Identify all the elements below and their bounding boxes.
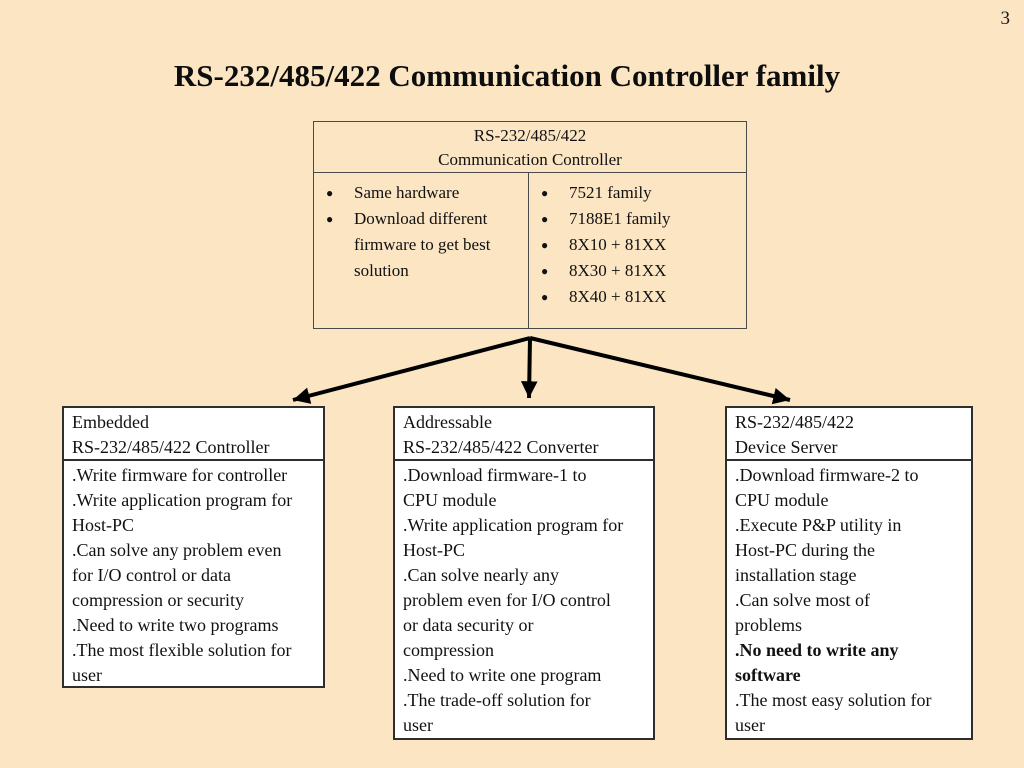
table-row: ● Same hardware <box>322 180 524 206</box>
bullet-icon: ● <box>326 212 334 226</box>
table-body: ● Same hardware ● Download different ● f… <box>314 173 746 329</box>
box-body-line: .The most flexible solution for <box>72 640 292 660</box>
table-header-line: Communication Controller <box>438 150 622 169</box>
box-addressable-converter: Addressable RS-232/485/422 Converter .Do… <box>393 406 655 740</box>
box-header: Embedded RS-232/485/422 Controller <box>64 408 323 461</box>
bullet-icon: ● <box>541 238 549 252</box>
table-header: RS-232/485/422 Communication Controller <box>314 122 746 173</box>
table-cell-text: 8X30 + 81XX <box>569 261 667 280</box>
box-header-line: Embedded <box>72 412 149 432</box>
table-cell-text: firmware to get best <box>354 235 491 254</box>
page-number: 3 <box>1000 8 1011 29</box>
box-header-line: Device Server <box>735 437 838 457</box>
box-body-line: user <box>403 715 433 735</box>
table-cell-text: 8X10 + 81XX <box>569 235 667 254</box>
box-body-line: .Can solve any problem even <box>72 540 282 560</box>
table-cell-text: Same hardware <box>354 183 460 202</box>
box-body-line: or data security or <box>403 615 534 635</box>
box-body: .Write firmware for controller .Write ap… <box>64 461 323 688</box>
box-body-line: .Write application program for <box>403 515 624 535</box>
table-row: ● 8X40 + 81XX <box>537 284 742 310</box>
table-row: ● 7188E1 family <box>537 206 742 232</box>
box-body-line: .Execute P&P utility in <box>735 515 902 535</box>
box-body-line: software <box>735 665 801 685</box>
box-body-line: for I/O control or data <box>72 565 231 585</box>
arrow-to-device-server <box>529 336 791 405</box>
box-header-line: RS-232/485/422 <box>735 412 855 432</box>
table-cell-text: 7521 family <box>569 183 652 202</box>
table-row: ● firmware to get best <box>322 232 524 258</box>
box-body-line: problem even for I/O control <box>403 590 611 610</box>
box-header-line: RS-232/485/422 Converter <box>403 437 599 457</box>
box-body-line: compression <box>403 640 494 660</box>
box-body-line: .Write application program for <box>72 490 293 510</box>
box-header: RS-232/485/422 Device Server <box>727 408 971 461</box>
box-header-line: Addressable <box>403 412 492 432</box>
page-title: RS-232/485/422 Communication Controller … <box>173 58 841 93</box>
box-body-line: .Can solve nearly any <box>403 565 559 585</box>
box-body-line: installation stage <box>735 565 857 585</box>
box-device-server: RS-232/485/422 Device Server .Download f… <box>725 406 973 740</box>
box-body-line: .Need to write two programs <box>72 615 279 635</box>
bullet-icon: ● <box>541 186 549 200</box>
box-body-line: .Download firmware-2 to <box>735 465 919 485</box>
box-embedded-controller: Embedded RS-232/485/422 Controller .Writ… <box>62 406 325 688</box>
table-cell-text: solution <box>354 261 409 280</box>
box-body-line: CPU module <box>403 490 497 510</box>
table-row: ● 8X10 + 81XX <box>537 232 742 258</box>
box-body-line: .Download firmware-1 to <box>403 465 587 485</box>
table-cell-hardware: ● Same hardware ● Download different ● f… <box>314 173 529 329</box>
arrow-to-embedded <box>292 336 531 404</box>
box-body-line: .Write firmware for controller <box>72 465 288 485</box>
table-cell-families: ● 7521 family ● 7188E1 family ● 8X10 + 8… <box>529 173 746 329</box>
box-body-line: Host-PC during the <box>735 540 876 560</box>
box-body-line: .Need to write one program <box>403 665 602 685</box>
box-body-line: .Can solve most of <box>735 590 870 610</box>
bullet-icon: ● <box>541 264 549 278</box>
box-header: Addressable RS-232/485/422 Converter <box>395 408 653 461</box>
box-body-line: Host-PC <box>403 540 466 560</box>
bullet-icon: ● <box>541 212 549 226</box>
table-cell-text: 8X40 + 81XX <box>569 287 667 306</box>
box-body-line: Host-PC <box>72 515 135 535</box>
box-body-line: user <box>72 665 102 685</box>
bullet-icon: ● <box>326 186 334 200</box>
table-header-line: RS-232/485/422 <box>473 126 587 145</box>
box-body: .Download firmware-1 to CPU module .Writ… <box>395 461 653 738</box>
table-cell-text: Download different <box>354 209 488 228</box>
table-row: ● Download different <box>322 206 524 232</box>
table-row: ● 7521 family <box>537 180 742 206</box>
box-body: .Download firmware-2 to CPU module .Exec… <box>727 461 971 738</box>
table-cell-text: 7188E1 family <box>569 209 671 228</box>
table-row: ● 8X30 + 81XX <box>537 258 742 284</box>
box-body-line: CPU module <box>735 490 829 510</box>
arrow-to-addressable <box>520 337 538 399</box>
box-header-line: RS-232/485/422 Controller <box>72 437 270 457</box>
box-body-line: problems <box>735 615 802 635</box>
box-body-line: user <box>735 715 765 735</box>
box-body-line: .The trade-off solution for <box>403 690 591 710</box>
box-body-line: .The most easy solution for <box>735 690 932 710</box>
table-row: ● solution <box>322 258 524 284</box>
controller-table: RS-232/485/422 Communication Controller … <box>313 121 747 329</box>
bullet-icon: ● <box>541 290 549 304</box>
box-body-line: compression or security <box>72 590 244 610</box>
box-body-line: .No need to write any <box>735 640 899 660</box>
